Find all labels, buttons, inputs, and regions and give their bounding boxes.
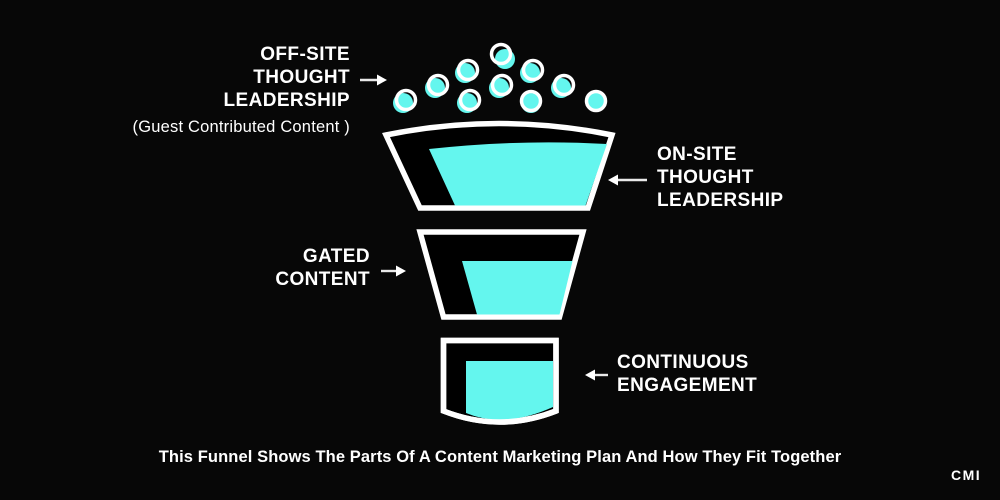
funnel-top-fill — [429, 142, 607, 206]
onsite-arrow-left-icon — [608, 174, 647, 186]
droplet-icon — [455, 58, 480, 83]
droplet-ring — [552, 73, 576, 97]
droplet-ring — [456, 58, 480, 82]
droplet-ring — [584, 89, 608, 113]
onsite-label-line2: THOUGHT — [657, 167, 754, 188]
funnel-bottom-outline — [440, 337, 559, 425]
funnel-middle-fill — [462, 261, 573, 315]
onsite-label-line1: ON-SITE — [657, 144, 737, 165]
gated-content-label: GATED CONTENT — [275, 245, 370, 291]
droplet-icon — [584, 89, 608, 113]
droplet-icon — [489, 73, 514, 98]
droplet-icon — [520, 58, 545, 83]
caption-text: This Funnel Shows The Parts Of A Content… — [158, 448, 842, 466]
offsite-arrow-right-icon — [360, 74, 387, 86]
droplets-group — [393, 42, 608, 113]
continuous-arrow-left-icon — [585, 369, 608, 381]
gated-arrow-right-icon — [381, 265, 406, 277]
droplet-ring — [394, 88, 418, 112]
droplet-icon — [551, 73, 576, 98]
droplet-ring — [489, 42, 513, 66]
offsite-label-subtitle: (Guest Contributed Content ) — [132, 118, 350, 136]
droplet-ring — [426, 73, 450, 97]
droplet-icon — [425, 73, 450, 98]
droplet-icon — [457, 88, 482, 113]
gated-label-line1: GATED — [302, 246, 370, 267]
offsite-thought-leadership-label: OFF-SITE THOUGHT LEADERSHIP (Guest Contr… — [133, 43, 350, 139]
gated-label-line2: CONTENT — [275, 269, 370, 290]
funnel-bottom-fill — [466, 361, 553, 420]
droplet-icon — [489, 42, 515, 69]
continuous-label-line2: ENGAGEMENT — [617, 375, 758, 396]
offsite-label-line2: THOUGHT — [253, 67, 350, 88]
droplet-icon — [519, 89, 543, 113]
droplet-ring — [490, 73, 514, 97]
continuous-engagement-label: CONTINUOUS ENGAGEMENT — [617, 351, 757, 397]
onsite-thought-leadership-label: ON-SITE THOUGHT LEADERSHIP — [657, 143, 783, 212]
droplet-ring — [521, 58, 545, 82]
droplet-icon — [393, 88, 418, 113]
droplet-ring — [458, 88, 482, 112]
offsite-label-line3: LEADERSHIP — [223, 90, 350, 111]
continuous-label-line1: CONTINUOUS — [617, 352, 749, 373]
cmi-logo: CMI — [951, 467, 982, 483]
offsite-label-line1: OFF-SITE — [260, 44, 350, 65]
onsite-label-line3: LEADERSHIP — [657, 190, 784, 211]
droplet-ring — [519, 89, 543, 113]
